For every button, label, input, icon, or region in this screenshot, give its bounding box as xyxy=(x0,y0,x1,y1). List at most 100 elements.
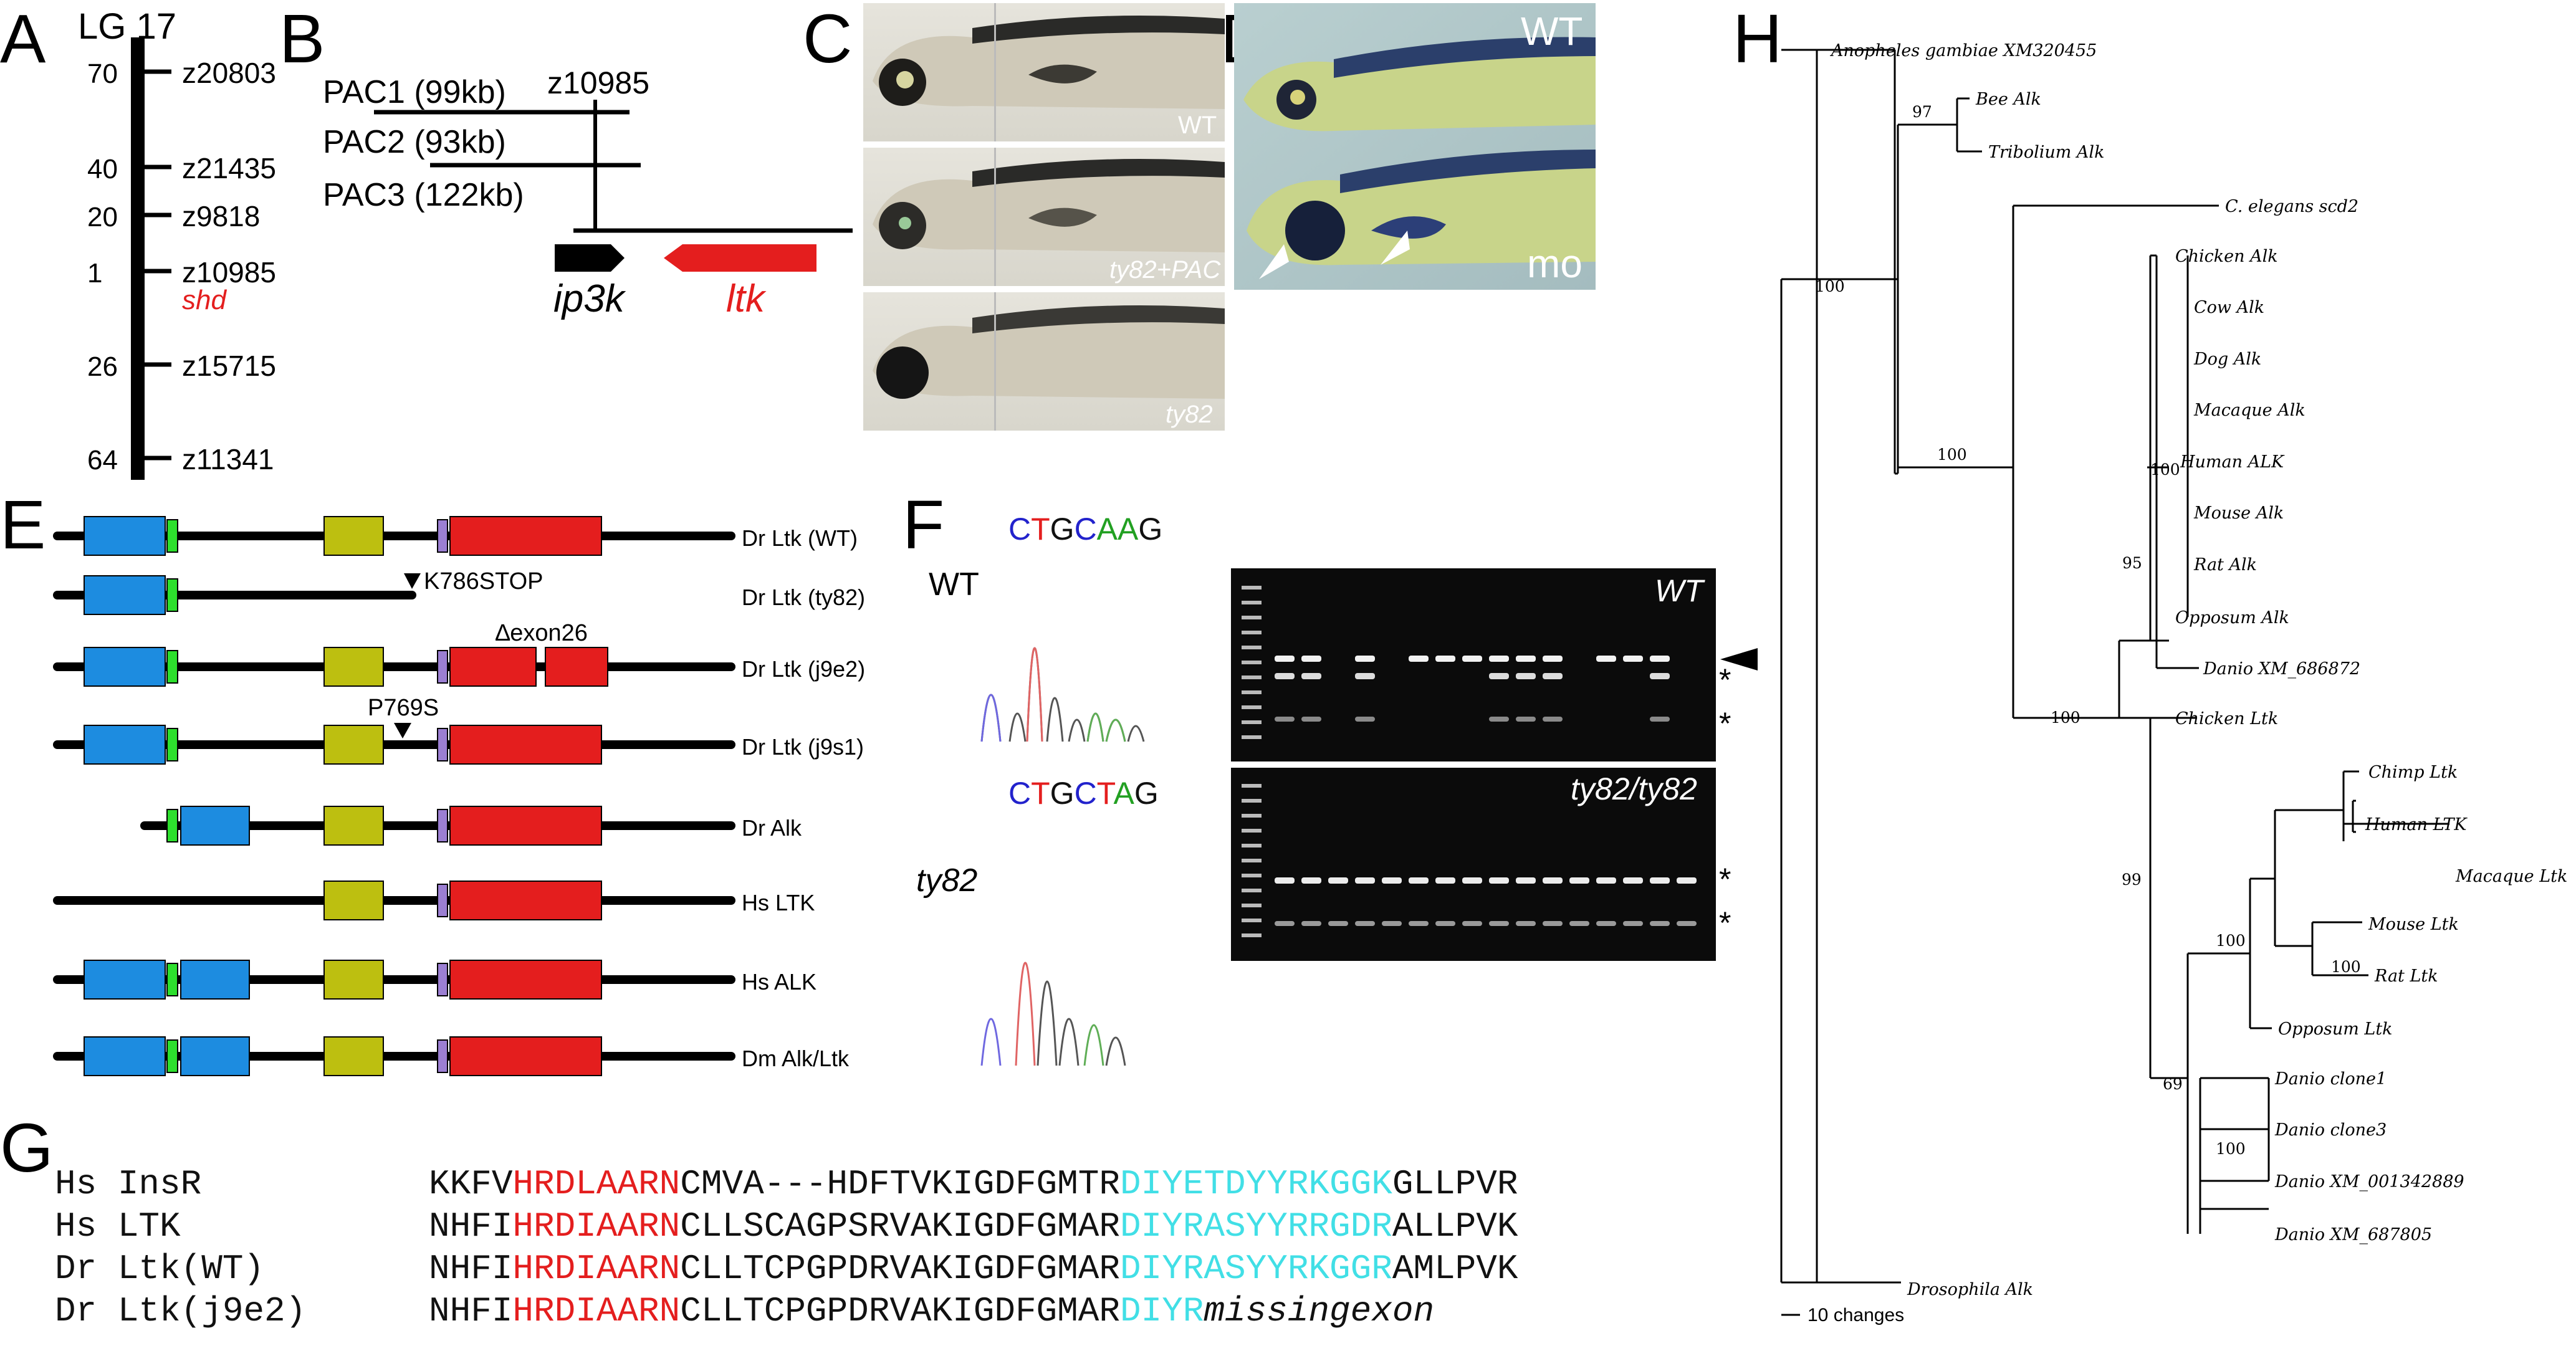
star-4: * xyxy=(1719,905,1731,940)
chromatogram-wt xyxy=(980,647,1145,742)
ladder-band xyxy=(1242,705,1262,709)
blue-domain xyxy=(180,960,250,1000)
alignment-row: Dr Ltk(j9e2)NHFIHRDIAARNCLLTCPGPDRVAKIGD… xyxy=(55,1291,1434,1331)
gel-band xyxy=(1275,673,1295,679)
gel-band xyxy=(1301,717,1321,722)
p769s-label: P769S xyxy=(368,695,439,721)
ltk-gene-label: ltk xyxy=(726,277,767,320)
gel-band xyxy=(1328,877,1348,884)
green-domain xyxy=(166,963,178,996)
ladder-band xyxy=(1242,646,1262,649)
taxon-label: Dog Alk xyxy=(2193,350,2261,369)
tree-branches xyxy=(1780,49,2449,1284)
gel-band xyxy=(1355,717,1375,722)
gel-band xyxy=(1650,877,1670,884)
taxon-label: Macaque Alk xyxy=(2193,401,2305,420)
gel-band xyxy=(1409,656,1429,662)
marker-name: z10985 xyxy=(182,256,276,289)
purple-domain xyxy=(437,1039,448,1073)
gel-band xyxy=(1275,921,1295,926)
red-domain xyxy=(545,647,608,687)
blue-domain xyxy=(84,960,166,1000)
gel-band xyxy=(1623,877,1643,884)
bootstrap-value: 100 xyxy=(2216,1140,2246,1158)
bootstrap-value: 100 xyxy=(1937,446,1967,464)
fish-c-ty82-label: ty82 xyxy=(1166,401,1213,428)
marker-name: z20803 xyxy=(182,57,276,89)
red-domain xyxy=(449,806,602,846)
marker-name: z21435 xyxy=(182,152,276,184)
gel-band xyxy=(1435,656,1455,662)
gel-band xyxy=(1650,656,1670,662)
red-domain xyxy=(449,516,602,556)
fish-d-mo-label: mo xyxy=(1527,241,1582,286)
chromatogram-ty82-label: ty82 xyxy=(916,862,977,899)
mutation-arrowhead xyxy=(394,723,411,738)
domain-diagram-row: Dm Alk/Ltk xyxy=(53,1036,850,1076)
taxon-label: Opposum Ltk xyxy=(2278,1019,2393,1039)
taxon-label: Human LTK xyxy=(2365,815,2468,834)
blue-domain xyxy=(84,647,166,687)
pac3-label: PAC3 (122kb) xyxy=(323,177,524,213)
ladder-band xyxy=(1242,859,1262,862)
domain-diagram-row: Dr Ltk (j9s1) xyxy=(53,725,864,765)
sequence-wt: CTGCAAG xyxy=(1008,512,1162,547)
bootstrap-value: 100 xyxy=(2051,709,2080,727)
blue-domain xyxy=(84,575,166,615)
alignment-sequence: NHFIHRDIAARNCLLSCAGPSRVAKIGDFGMARDIYRASY… xyxy=(429,1206,1518,1246)
taxon-label: Mouse Alk xyxy=(2193,504,2284,523)
chromatogram-wt-label: WT xyxy=(929,566,979,603)
ladder-band xyxy=(1242,601,1262,604)
red-domain xyxy=(449,725,602,765)
panel-letter-a: A xyxy=(0,1,46,77)
olive-domain xyxy=(323,725,384,765)
gel-band xyxy=(1569,877,1589,884)
olive-domain xyxy=(323,881,384,920)
panel-letter-g: G xyxy=(0,1110,54,1186)
ip3k-gene-label: ip3k xyxy=(553,277,626,320)
panel-letter-h: H xyxy=(1733,1,1782,77)
eye-arrowhead xyxy=(1259,244,1289,279)
gel-band xyxy=(1489,673,1509,679)
yolk-arrowhead xyxy=(1381,231,1410,265)
gel-band xyxy=(1516,921,1536,926)
marker-name: z15715 xyxy=(182,350,276,382)
purple-domain xyxy=(437,884,448,917)
gel-band xyxy=(1489,717,1509,722)
taxon-label: Mouse Ltk xyxy=(2368,915,2459,934)
fish-image-wt: WT xyxy=(863,3,1225,141)
alignment-sequence: NHFIHRDIAARNCLLTCPGPDRVAKIGDFGMARDIYRASY… xyxy=(429,1249,1518,1289)
panel-d-morphant-images: WT mo xyxy=(1234,3,1596,290)
protein-label: Dm Alk/Ltk xyxy=(742,1046,850,1071)
gel-band xyxy=(1516,656,1536,662)
shd-locus-label: shd xyxy=(182,285,227,315)
gel-band xyxy=(1435,921,1455,926)
gel-band xyxy=(1650,921,1670,926)
taxon-label: Human ALK xyxy=(2180,452,2285,472)
marker-z10985-label: z10985 xyxy=(547,65,649,100)
gel-band xyxy=(1301,921,1321,926)
gel-band xyxy=(1462,656,1482,662)
taxon-label: Chicken Ltk xyxy=(2175,709,2278,728)
alignment-sequence: KKFVHRDLAARNCMVA---HDFTVKIGDFGMTRDIYETDY… xyxy=(429,1164,1518,1204)
protein-backbone xyxy=(53,896,735,905)
panel-letter-c: C xyxy=(803,1,852,77)
gel-wt-label: WT xyxy=(1655,573,1705,608)
fish-image-ty82-pac: ty82+PAC xyxy=(863,148,1225,286)
gel-ty82: ty82/ty82 xyxy=(1231,768,1716,961)
olive-domain xyxy=(323,516,384,556)
gel-band xyxy=(1489,656,1509,662)
marker-distance: 1 xyxy=(87,258,102,289)
ladder-band xyxy=(1242,829,1262,833)
bootstrap-value: 99 xyxy=(2122,871,2142,889)
ip3k-gene-arrow xyxy=(555,244,625,272)
bootstrap-value: 100 xyxy=(1815,277,1845,295)
gel-band xyxy=(1650,673,1670,679)
protein-label: Dr Ltk (j9e2) xyxy=(742,656,865,682)
gel-band xyxy=(1543,717,1563,722)
ltk-gene-arrow xyxy=(664,244,816,272)
marker-name: z11341 xyxy=(182,443,274,475)
